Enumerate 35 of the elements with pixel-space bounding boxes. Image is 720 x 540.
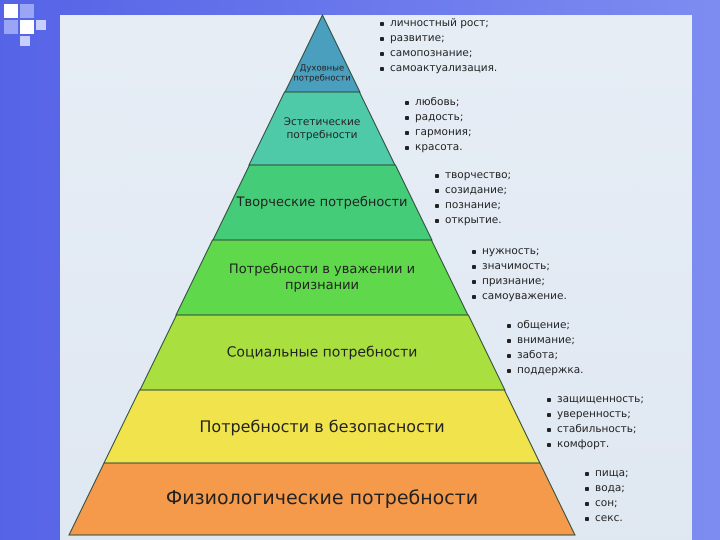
bullet-item: радость; xyxy=(415,111,464,123)
bullet-item: личностный рост; xyxy=(390,17,489,29)
bullet-item: стабильность; xyxy=(557,423,636,435)
bullet-item: развитие; xyxy=(390,32,445,44)
tier-label: Эстетические потребности xyxy=(282,115,362,142)
bullet-item: вода; xyxy=(595,482,625,494)
tier-label: Потребности в безопасности xyxy=(198,416,446,436)
bullet-item: уверенность; xyxy=(557,408,631,420)
bullet-item: самоуважение. xyxy=(482,290,567,302)
bullet-item: поддержка. xyxy=(517,364,584,376)
bullet-item: общение; xyxy=(517,319,570,331)
bullet-item: внимание; xyxy=(517,334,575,346)
bullet-item: творчество; xyxy=(445,169,512,181)
tier-label: Социальные потребности xyxy=(226,344,418,362)
tier-label: Потребности в уважении и признании xyxy=(228,261,416,294)
tier-label: Творческие потребности xyxy=(236,194,408,211)
bullet-item: созидание; xyxy=(445,184,507,196)
tier-label: Физиологические потребности xyxy=(164,487,480,511)
bullet-item: защищенность; xyxy=(557,393,644,405)
bullet-item: комфорт. xyxy=(557,438,610,450)
tier-label: Духовные потребности xyxy=(292,62,352,84)
bullet-item: познание; xyxy=(445,199,501,211)
bullet-item: признание; xyxy=(482,275,545,287)
bullet-item: секс. xyxy=(595,512,623,524)
bullet-item: самоактуализация. xyxy=(390,62,498,74)
bullet-item: значимость; xyxy=(482,260,550,272)
bullet-item: открытие. xyxy=(445,214,502,226)
bullet-item: гармония; xyxy=(415,126,472,138)
bullet-item: забота; xyxy=(517,349,558,361)
bullet-item: красота. xyxy=(415,141,463,153)
bullet-item: самопознание; xyxy=(390,47,472,59)
bullet-item: сон; xyxy=(595,497,618,509)
bullet-item: пища; xyxy=(595,467,629,479)
bullet-item: нужность; xyxy=(482,245,540,257)
bullet-item: любовь; xyxy=(415,96,460,108)
